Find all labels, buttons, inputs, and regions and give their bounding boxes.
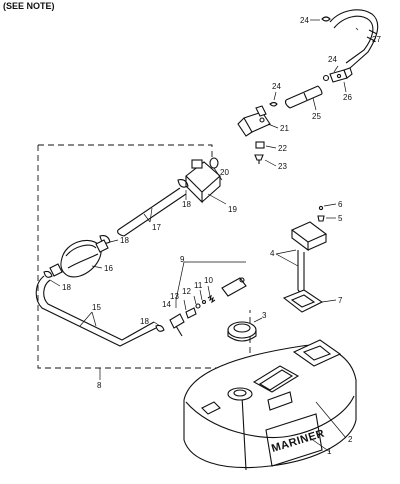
bracket-9: [175, 261, 246, 301]
callout-7: 7: [338, 296, 343, 305]
callout-22: 22: [278, 144, 287, 153]
callout-19: 19: [228, 205, 237, 214]
washer-12: [195, 303, 201, 309]
callout-24-right: 24: [328, 55, 337, 64]
clamp-18-bottom: [155, 324, 165, 332]
callout-24-top: 24: [300, 16, 309, 25]
callout-2: 2: [348, 435, 353, 444]
callout-11: 11: [194, 281, 203, 290]
callout-20: 20: [220, 168, 229, 177]
washer-6: [318, 205, 324, 211]
callout-1: 1: [327, 447, 332, 456]
callout-10: 10: [204, 276, 213, 285]
callout-13: 13: [170, 292, 179, 301]
fitting-21: [237, 105, 271, 137]
fuel-tank-1: [183, 339, 357, 471]
see-note-label: (SEE NOTE): [3, 1, 55, 11]
fuel-gauge-4: [290, 221, 328, 294]
callout-16: 16: [104, 264, 113, 273]
callout-18-left: 18: [62, 283, 71, 292]
ball-11: [201, 299, 207, 305]
plug-22: [255, 141, 265, 149]
hose-17: [117, 187, 187, 237]
fitting-14: [169, 313, 185, 337]
callout-18-upper: 18: [182, 200, 191, 209]
cap-3: [227, 321, 257, 342]
connector-26: [322, 67, 353, 83]
callout-27: 27: [372, 35, 381, 44]
callout-26: 26: [343, 93, 352, 102]
callout-17: 17: [152, 223, 161, 232]
callout-6: 6: [338, 200, 343, 209]
fitting-9: [221, 277, 247, 297]
hose-25: [284, 85, 323, 109]
clamp-18-upper: [177, 179, 189, 188]
callout-23: 23: [278, 162, 287, 171]
spring-10: [207, 294, 216, 304]
callout-3: 3: [262, 311, 267, 320]
screw-5: [317, 215, 325, 222]
hose-15: [35, 275, 157, 347]
callout-5: 5: [338, 214, 343, 223]
callout-14: 14: [162, 300, 171, 309]
callout-18-bottom: 18: [140, 317, 149, 326]
callout-24-middle: 24: [272, 82, 281, 91]
clamp-18-left: [43, 270, 53, 278]
screw-23: [254, 154, 264, 164]
o-ring-20: [209, 157, 219, 169]
valve-19: [185, 159, 221, 204]
callout-9: 9: [180, 255, 185, 264]
clip-24-middle: [269, 101, 278, 107]
clip-24-top: [310, 16, 331, 22]
gasket-7: [282, 289, 324, 313]
primer-bulb-16: [49, 239, 109, 278]
callout-21: 21: [280, 124, 289, 133]
hose-27: [329, 9, 379, 69]
callout-8: 8: [97, 381, 102, 390]
callout-18-pump: 18: [120, 236, 129, 245]
callout-4: 4: [270, 249, 275, 258]
callout-15: 15: [92, 303, 101, 312]
callout-25: 25: [312, 112, 321, 121]
fitting-13: [185, 307, 197, 319]
callout-12: 12: [182, 287, 191, 296]
